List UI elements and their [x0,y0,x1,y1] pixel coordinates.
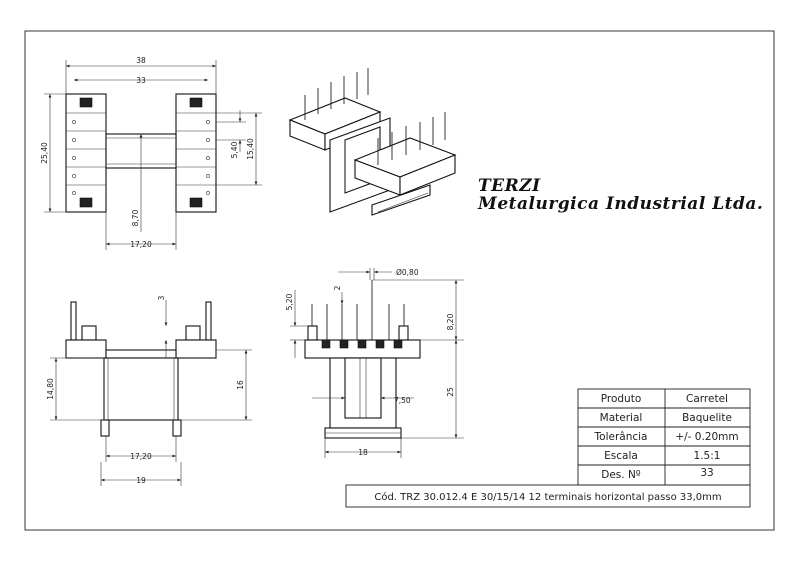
company-subtitle: Metalurgica Industrial Ltda. [477,194,763,214]
dim-side-base: 18 [358,448,368,457]
side-view: Ø0,80 5,20 2 8,20 7,50 25 18 [285,268,464,458]
dim-front-pin-length: 3 [157,295,166,300]
dim-side-pin-gap: 2 [333,285,342,290]
dim-top-inner-width: 17,20 [130,240,152,249]
dim-front-height-left: 14,80 [46,378,55,400]
title-block-value-des: 33 [700,467,713,479]
title-block-label-tolerancia: Tolerância [594,431,648,443]
title-block-label-produto: Produto [601,393,642,405]
title-block-value-escala: 1.5:1 [694,450,721,462]
dim-top-pitch: 5,40 [230,141,239,158]
title-block-label-escala: Escala [604,450,638,462]
dim-side-height: 25 [446,387,455,397]
top-view: 38 33 25,40 5,40 15,40 8,70 17,20 [40,56,262,250]
title-block-label-des: Des. Nº [601,469,641,481]
dim-side-top: 5,20 [285,293,294,310]
dim-top-overall-width: 38 [136,56,146,65]
isometric-view [288,68,457,216]
dim-side-pin-diameter: Ø0,80 [396,268,419,277]
dim-top-row-height: 15,40 [246,138,255,160]
dim-top-pin-span: 33 [136,76,146,85]
title-block-label-material: Material [600,412,643,424]
company-name: TERZI [478,176,541,196]
dim-side-core: 7,50 [394,396,411,405]
sheet-border [24,30,775,531]
drawing-code: Cód. TRZ 30.012.4 E 30/15/14 12 terminai… [374,491,721,503]
dim-front-height-right: 16 [236,380,245,390]
dim-front-inner-width: 17,20 [130,452,152,461]
dim-front-overall-width: 19 [136,476,146,485]
dim-side-pin-length: 8,20 [446,313,455,330]
front-view: 3 14,80 16 17,20 19 [46,295,252,486]
title-block-value-material: Baquelite [682,412,732,424]
dim-top-height: 25,40 [40,142,49,164]
dim-top-center: 8,70 [131,209,140,226]
title-block-value-tolerancia: +/- 0.20mm [675,431,738,443]
title-block-value-produto: Carretel [686,393,728,405]
title-block: Produto Carretel Material Baquelite Tole… [345,388,751,508]
